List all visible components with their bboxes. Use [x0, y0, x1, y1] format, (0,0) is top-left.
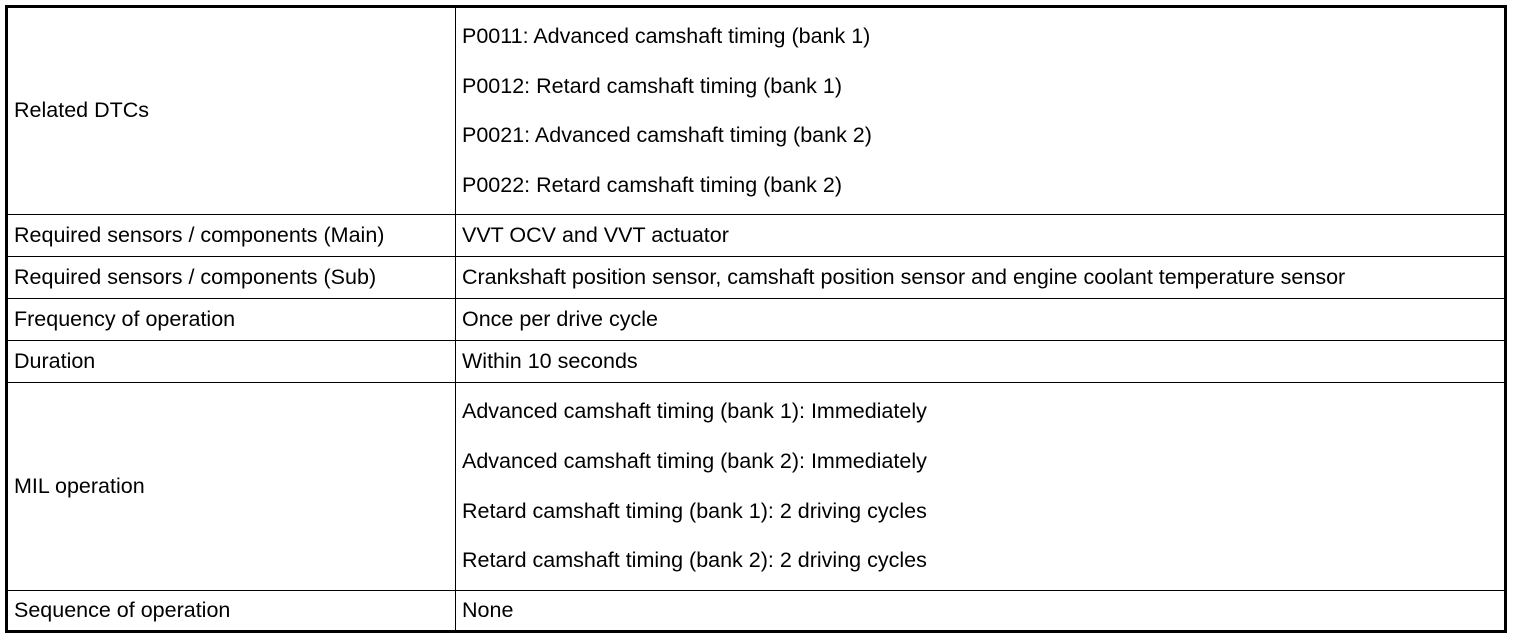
dtc-item: P0022: Retard camshaft timing (bank 2)	[462, 172, 843, 197]
sequence-label: Sequence of operation	[8, 591, 456, 630]
dtc-item: P0021: Advanced camshaft timing (bank 2)	[462, 123, 872, 147]
frequency-label: Frequency of operation	[8, 299, 456, 341]
required-main-label: Required sensors / components (Main)	[8, 215, 456, 257]
dtc-item: P0012: Retard camshaft timing (bank 1)	[462, 73, 843, 98]
frequency-value: Once per drive cycle	[456, 299, 1504, 341]
related-dtcs-value: P0011: Advanced camshaft timing (bank 1)…	[456, 8, 1504, 215]
mil-item: Advanced camshaft timing (bank 2): Immed…	[462, 448, 927, 473]
dtc-item: P0011: Advanced camshaft timing (bank 1)	[462, 24, 871, 48]
duration-value: Within 10 seconds	[456, 341, 1504, 383]
sequence-value: None	[462, 597, 514, 622]
mil-operation-value: Advanced camshaft timing (bank 1): Immed…	[456, 383, 1504, 591]
required-sub-value: Crankshaft position sensor, camshaft pos…	[456, 257, 1504, 299]
duration-label: Duration	[8, 341, 456, 383]
mil-item: Retard camshaft timing (bank 1): 2 drivi…	[462, 498, 927, 523]
monitor-spec-table: Related DTCs P0011: Advanced camshaft ti…	[5, 5, 1507, 633]
related-dtcs-label: Related DTCs	[8, 8, 456, 215]
mil-item: Advanced camshaft timing (bank 1): Immed…	[462, 399, 927, 424]
required-sub-label: Required sensors / components (Sub)	[8, 257, 456, 299]
required-main-value: VVT OCV and VVT actuator	[456, 215, 1504, 257]
mil-item: Retard camshaft timing (bank 2): 2 drivi…	[462, 548, 927, 573]
mil-operation-label: MIL operation	[8, 383, 456, 591]
